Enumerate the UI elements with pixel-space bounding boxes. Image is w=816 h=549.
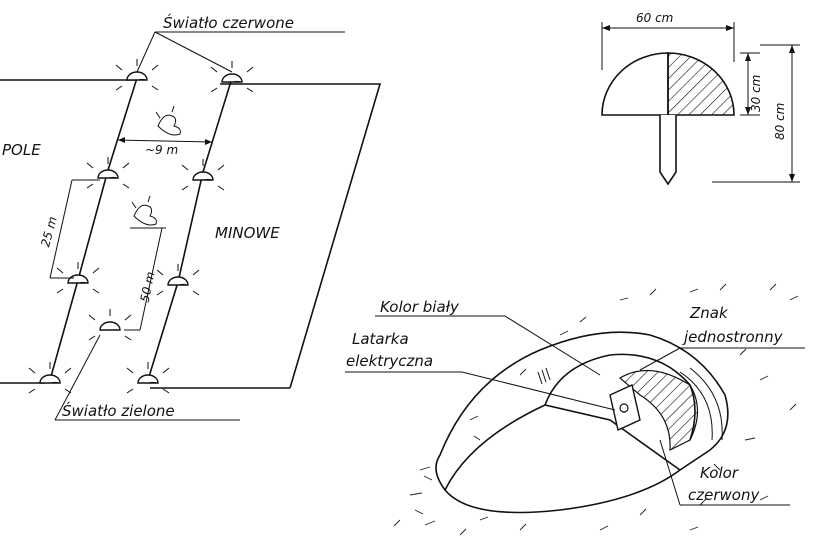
width-label: 60 cm [636, 11, 673, 25]
marker-front-face [444, 404, 681, 491]
lane-marker [115, 59, 159, 91]
minefield-plan: ~9 m 25 m 50 m Światło czerwone POLE MIN… [0, 13, 382, 421]
marker-stake [659, 115, 677, 186]
right-lane-line [147, 77, 233, 381]
right-spacing-label: 50 m [138, 270, 158, 303]
soldier-figure [131, 195, 157, 226]
red-color-leader [659, 439, 790, 506]
dome-height-label: 30 cm [749, 75, 763, 112]
left-spacing-label: 25 m [38, 215, 59, 248]
lane-marker [56, 262, 100, 294]
lane-marker [86, 157, 130, 189]
white-color-leader [375, 315, 601, 376]
ground-grass [393, 283, 799, 536]
marker-cross-section: 60 cm 30 cm 80 cm [601, 11, 800, 186]
marker-perspective: Kolor biały Latarka elektryczna Znak jed… [345, 283, 805, 536]
rim-lines [679, 367, 723, 441]
left-lane-line [49, 77, 138, 381]
red-color-label-line2: czerwony [688, 486, 760, 504]
lane-marker [126, 362, 170, 394]
dome-height-dimension-line [740, 52, 760, 116]
row-spacing-dimension-line [117, 139, 213, 143]
total-height-label: 80 cm [773, 103, 787, 140]
one-sided-sign-label-line1: Znak [689, 304, 729, 322]
flashlight-lens [619, 403, 629, 413]
white-color-label: Kolor biały [380, 298, 460, 316]
green-light-label: Światło zielone [62, 401, 175, 420]
width-dimension-line [601, 22, 735, 70]
flashlight-label-line2: elektryczna [346, 352, 433, 370]
flashlight-label-line1: Latarka [352, 330, 409, 348]
dome-hatched-half [667, 52, 735, 116]
lane-marker [210, 61, 254, 93]
flashlight-leader [345, 371, 616, 411]
lane-marker [88, 309, 132, 341]
soldier-figure [155, 105, 181, 136]
marker-base-outline [435, 331, 729, 514]
red-light-label: Światło czerwone [163, 13, 294, 32]
one-sided-sign-leader [639, 347, 805, 371]
dome-left-half [601, 52, 669, 116]
field-boundary-top-right [0, 79, 382, 389]
right-spacing-dimension-line [124, 227, 166, 331]
left-edge-shading [537, 367, 551, 385]
total-height-dimension-line [712, 44, 800, 183]
field-label-minowe: MINOWE [215, 224, 280, 242]
left-spacing-dimension-line [49, 179, 100, 279]
one-sided-sign-label-line2: jednostronny [682, 328, 784, 346]
green-light-leader [54, 334, 240, 421]
lane-marker [156, 264, 200, 296]
lane-marker [181, 159, 225, 191]
red-color-label-line1: Kolor [700, 464, 739, 482]
field-label-pole: POLE [2, 141, 41, 159]
lane-marker [28, 362, 72, 394]
red-painted-area [618, 369, 699, 451]
red-light-leader [136, 31, 345, 73]
row-spacing-label: ~9 m [145, 143, 178, 157]
